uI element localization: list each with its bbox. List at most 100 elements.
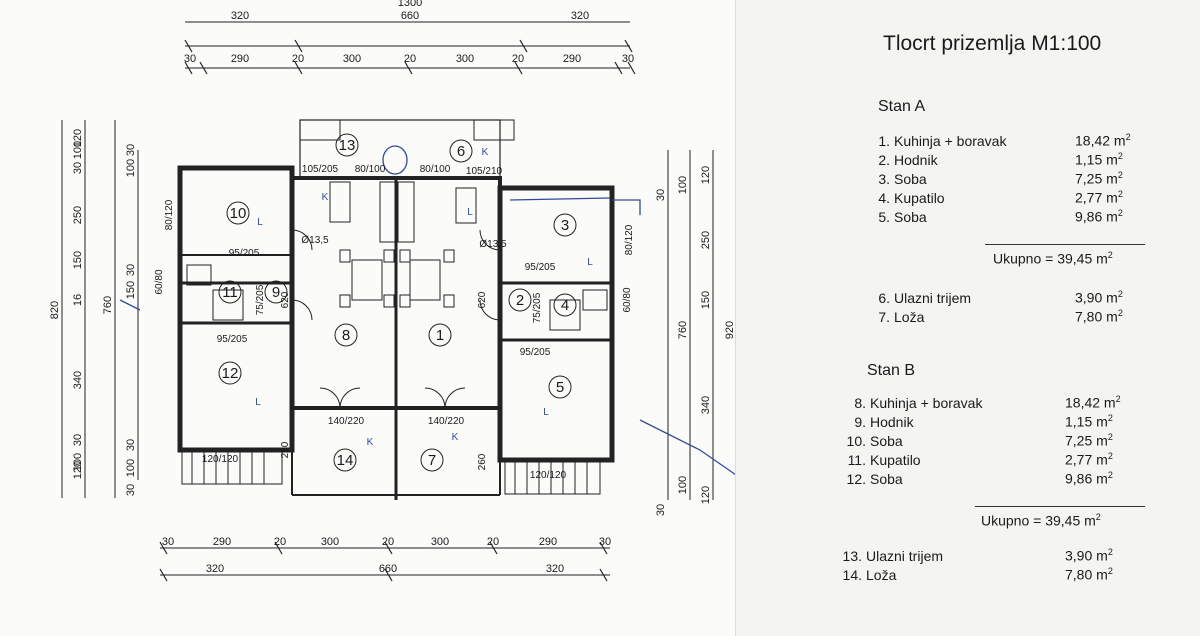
room-number-5: 5 [556, 379, 564, 396]
opening-label: 95/205 [217, 334, 248, 345]
dim-left-detail: 120 [72, 461, 84, 479]
stan-a-room-row: 4.Kupatilo [870, 189, 945, 207]
opening-label: 95/205 [520, 347, 551, 358]
dim-left-inner: 100 [125, 159, 137, 177]
room-name: Soba [894, 171, 927, 187]
stan-b-extra-room-area: 7,80 m2 [1065, 566, 1113, 583]
opening-label: 140/220 [428, 416, 465, 427]
stan-b-room-row: 12.Soba [846, 470, 903, 488]
dim-bottom-row1: 20 [382, 536, 394, 548]
room-number-10: 10 [230, 205, 247, 222]
stan-b-extra-room-row: 14.Loža [842, 566, 897, 584]
dim-left-outer: 820 [49, 301, 61, 319]
room-number-14: 14 [337, 452, 354, 469]
plan-annotation: Ø13,5 [301, 235, 329, 246]
room-number-circle [226, 201, 250, 225]
dim-top-row2: 20 [292, 53, 304, 65]
stan-b-room-area: 18,42 m2 [1065, 394, 1121, 411]
room-index: 13. [842, 548, 862, 564]
plan-annotation: L [257, 217, 263, 228]
room-number-2: 2 [516, 292, 524, 309]
opening-label: 120/120 [202, 454, 239, 465]
stan-a-title: Stan A [878, 98, 926, 115]
dim-top-row1: 320 [231, 10, 249, 22]
plan-annotation: 620 [280, 291, 291, 308]
stan-a-total-rule [985, 244, 1145, 245]
room-index: 2. [878, 152, 890, 168]
room-name: Ulazni trijem [866, 548, 944, 564]
unit-exponent: 2 [1117, 189, 1123, 199]
stan-a-room-row: 5.Soba [870, 208, 927, 226]
opening-label: 80/120 [624, 224, 635, 255]
room-name: Soba [894, 209, 927, 225]
room-name: Hodnik [894, 152, 938, 168]
dim-right-detail: 120 [700, 486, 712, 504]
stan-a-room-area: 1,15 m2 [1075, 151, 1123, 168]
stan-b-room-area: 1,15 m2 [1065, 413, 1113, 430]
stan-a-extra-room-row: 6.Ulazni trijem [870, 289, 971, 307]
dim-left-inner: 30 [125, 144, 137, 156]
dim-left-detail: 100 [72, 453, 84, 471]
room-name: Kupatilo [870, 452, 921, 468]
room-number-1: 1 [436, 327, 444, 344]
opening-label: 120/120 [530, 470, 567, 481]
opening-label: 80/120 [164, 199, 175, 230]
dim-top-row2: 30 [622, 53, 634, 65]
room-name: Kuhinja + boravak [894, 133, 1007, 149]
room-index: 1. [878, 133, 890, 149]
dim-top-row1: 320 [571, 10, 589, 22]
stan-b-title: Stan B [867, 362, 916, 379]
opening-label: 75/205 [255, 284, 266, 315]
dim-bottom-row1: 30 [599, 536, 611, 548]
unit-exponent: 2 [1107, 250, 1113, 260]
dim-bottom-row2: 320 [546, 563, 564, 575]
room-number-3: 3 [561, 217, 569, 234]
stan-a-extra-room-row: 7.Loža [870, 308, 924, 326]
opening-label: 80/100 [355, 164, 386, 175]
dim-right-detail: 30 [655, 504, 667, 516]
stan-b-room-area: 7,25 m2 [1065, 432, 1113, 449]
room-number-7: 7 [428, 452, 436, 469]
dim-top-row2: 290 [231, 53, 249, 65]
dim-left-detail: 120 [72, 129, 84, 147]
room-index: 14. [842, 567, 862, 583]
dim-bottom-row1: 290 [539, 536, 557, 548]
stan-b-room-row: 11.Kupatilo [846, 451, 921, 469]
room-number-circle [420, 448, 444, 472]
dim-top-row2: 300 [456, 53, 474, 65]
dim-left-detail: 100 [72, 141, 84, 159]
dim-right-detail: 250 [700, 231, 712, 249]
stan-a-room-row: 1.Kuhinja + boravak [870, 132, 1006, 150]
stan-b-total: Ukupno = 39,45 m2 [981, 512, 1101, 529]
room-number-circle [548, 375, 572, 399]
dim-left-inner: 30 [125, 439, 137, 451]
room-number-circle [428, 323, 452, 347]
room-index: 5. [878, 209, 890, 225]
dim-left-inner: 150 [125, 281, 137, 299]
dim-top-row2: 30 [184, 53, 196, 65]
stan-a-room-area: 18,42 m2 [1075, 132, 1131, 149]
unit-exponent: 2 [1115, 394, 1121, 404]
room-name: Hodnik [870, 414, 914, 430]
room-name: Loža [894, 309, 925, 325]
plan-annotation: Ø13,5 [479, 239, 507, 250]
dim-left-detail: 340 [72, 371, 84, 389]
room-name: Kupatilo [894, 190, 945, 206]
dim-top-row2: 290 [563, 53, 581, 65]
plan-title: Tlocrt prizemlja M1:100 [883, 32, 1102, 55]
dim-top-row2: 20 [404, 53, 416, 65]
dim-top-row2: 20 [512, 53, 524, 65]
plan-annotation: L [255, 397, 261, 408]
room-index: 11. [847, 452, 866, 468]
opening-label: 95/205 [229, 248, 260, 259]
unit-exponent: 2 [1117, 308, 1123, 318]
room-index: 3. [878, 171, 890, 187]
dim-bottom-row1: 30 [162, 536, 174, 548]
room-number-8: 8 [342, 327, 350, 344]
unit-exponent: 2 [1117, 170, 1123, 180]
stan-a-room-row: 3.Soba [870, 170, 927, 188]
dim-bottom-row2: 660 [379, 563, 397, 575]
room-number-circle [508, 288, 532, 312]
dim-right-detail: 340 [700, 396, 712, 414]
room-number-circle [334, 323, 358, 347]
